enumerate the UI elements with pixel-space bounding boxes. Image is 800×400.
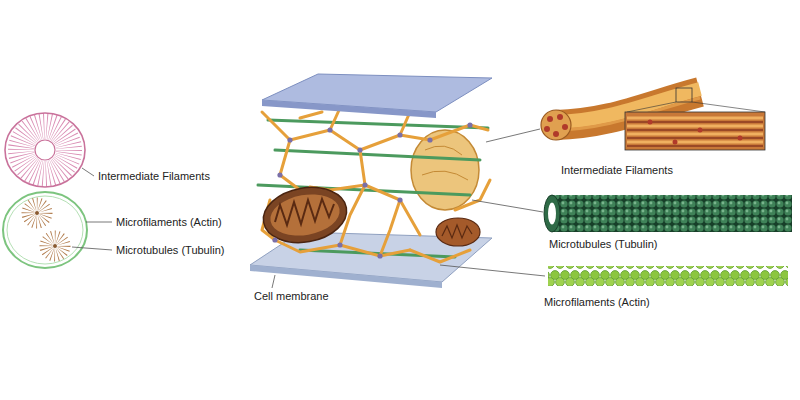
pink-cell	[5, 113, 85, 187]
organelle	[411, 130, 479, 210]
microtubule	[552, 195, 792, 232]
intermediate-filament	[557, 114, 563, 120]
intermediate-filament	[625, 112, 765, 150]
microtubule	[544, 195, 560, 232]
intermediate-filament	[648, 120, 653, 125]
intermediate-network	[380, 200, 400, 256]
protein-dot	[272, 237, 277, 242]
part-label: Microfilaments (Actin)	[115, 216, 223, 229]
intermediate-network	[455, 180, 490, 210]
microfilament	[548, 266, 788, 286]
intermediate-filament	[738, 136, 743, 141]
organelle	[422, 146, 468, 180]
part-label: Intermediate Filaments	[560, 164, 674, 177]
green-cell	[28, 204, 46, 222]
intermediate-filament	[553, 131, 559, 137]
intermediate-filament	[547, 116, 553, 122]
mitochondrion	[267, 189, 343, 241]
intermediate-filament	[676, 88, 692, 102]
intermediate-network	[410, 250, 470, 262]
green-cell	[35, 211, 39, 215]
intermediate-network	[430, 125, 488, 140]
intermediate-network	[330, 108, 340, 130]
leader-line	[86, 222, 112, 223]
green-cell	[3, 192, 87, 268]
intermediate-filament	[544, 126, 550, 132]
pink-cell	[21, 126, 69, 174]
pink-cell	[35, 140, 55, 160]
protein-dot	[362, 182, 367, 187]
green-cell	[7, 196, 83, 264]
part-label: Cell membrane	[253, 290, 330, 303]
leader-line	[72, 247, 112, 250]
protein-dot	[272, 122, 472, 258]
intermediate-filament	[673, 140, 678, 145]
intermediate-filament	[541, 110, 571, 140]
mitochondrion	[275, 199, 334, 225]
protein-dot	[337, 242, 342, 247]
green-cell	[3, 192, 87, 268]
intermediate-network	[360, 150, 420, 235]
mitochondrion	[259, 181, 480, 249]
leader-line	[82, 168, 94, 176]
protein-dot	[427, 137, 432, 142]
leader-line	[486, 129, 540, 142]
bottom-plate	[250, 265, 442, 288]
protein-dot	[287, 137, 292, 142]
part-label: Intermediate Filaments	[97, 170, 211, 183]
pink-cell	[5, 113, 85, 187]
microfilament	[548, 266, 788, 286]
green-cell	[46, 237, 64, 255]
protein-dot	[467, 122, 472, 127]
microtubule-rod	[258, 120, 488, 257]
mitochondrion	[436, 218, 480, 246]
leader-line	[472, 200, 543, 212]
intermediate-network	[262, 112, 300, 190]
leader-line	[272, 129, 545, 288]
protein-dot	[327, 127, 332, 132]
intermediate-network	[300, 112, 322, 118]
intermediate-filament	[541, 88, 765, 150]
intermediate-filament	[627, 102, 676, 112]
leader-line	[272, 275, 275, 288]
top-plate	[262, 74, 492, 118]
part-label: Microtubules (Tubulin)	[548, 238, 658, 251]
part-label: Microtubules (Tubulin)	[115, 244, 225, 257]
microtubule	[544, 195, 792, 232]
protein-dot	[357, 147, 362, 152]
green-cell	[53, 244, 57, 248]
protein-dot	[377, 253, 382, 258]
protein-dot	[397, 132, 402, 137]
mitochondrion	[259, 181, 351, 249]
protein-dot	[397, 197, 402, 202]
top-plate	[262, 100, 436, 118]
intermediate-filament	[692, 102, 765, 112]
microtubule-rod	[275, 150, 480, 160]
intermediate-filament	[627, 122, 763, 146]
intermediate-network	[290, 130, 430, 150]
intermediate-filament	[698, 128, 703, 133]
leader-line	[440, 265, 545, 276]
intermediate-filament	[562, 124, 568, 130]
microtubule-rod	[268, 120, 488, 128]
organelle	[411, 130, 479, 210]
part-label: Microfilaments (Actin)	[543, 296, 651, 309]
microtubule	[548, 203, 556, 225]
mitochondrion	[442, 225, 472, 238]
protein-dot	[277, 172, 282, 177]
